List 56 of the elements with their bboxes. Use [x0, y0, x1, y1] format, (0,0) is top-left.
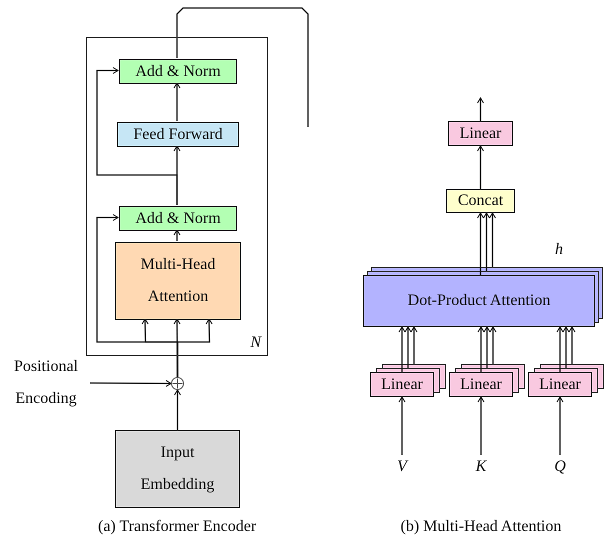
box-label: Feed Forward — [133, 124, 223, 144]
linear-box — [370, 372, 434, 397]
arrow — [174, 82, 180, 121]
encoder-block-frame — [86, 37, 268, 356]
arrow — [398, 396, 406, 455]
attention-box — [115, 242, 241, 320]
arrow — [477, 212, 484, 275]
arrow — [478, 326, 484, 372]
connector-line — [176, 7, 309, 127]
arrow — [174, 390, 181, 430]
arrow — [96, 67, 178, 205]
arrow — [90, 380, 172, 387]
box-label: Add & Norm — [135, 208, 221, 228]
arrow — [490, 326, 496, 364]
repeat-count: N — [250, 333, 261, 353]
sum-circle — [171, 377, 184, 390]
linear-box — [448, 121, 513, 146]
feed-forward-box — [117, 122, 239, 147]
box-label: Linear — [460, 124, 502, 144]
arrow — [484, 326, 490, 368]
arrow — [174, 230, 180, 241]
box-label: Input Embedding — [140, 443, 216, 495]
input-label: Q — [549, 455, 571, 479]
box-label: Linear — [539, 374, 581, 394]
embedding-box — [115, 430, 240, 508]
subfigure-caption: (b) Multi-Head Attention — [400, 518, 562, 536]
arrow — [478, 396, 484, 455]
arrow — [410, 326, 418, 364]
arrow — [568, 326, 576, 364]
box-label: Linear — [460, 374, 502, 394]
stack-count: h — [555, 241, 563, 259]
box-label: Multi-Head Attention — [140, 255, 216, 307]
input-label: K — [470, 455, 492, 479]
arrow — [96, 214, 178, 377]
box-label: Dot-Product Attention — [408, 291, 550, 311]
arrow — [404, 326, 412, 368]
arrow — [477, 98, 484, 121]
arrow — [483, 212, 490, 271]
input-label: Positional Encoding — [2, 357, 90, 409]
linear-box — [528, 372, 592, 397]
linear-box — [449, 372, 513, 397]
arrow — [556, 326, 564, 372]
box-label: Linear — [381, 374, 423, 394]
arrow — [556, 396, 564, 455]
arrow — [562, 326, 570, 368]
arrow — [477, 146, 484, 189]
add-norm-box — [119, 59, 237, 84]
concat-box — [446, 189, 515, 213]
arrow — [398, 326, 406, 372]
box-label: Add & Norm — [135, 62, 221, 82]
input-label: V — [391, 455, 413, 479]
subfigure-caption: (a) Transformer Encoder — [98, 518, 256, 536]
box-label: Concat — [458, 191, 504, 211]
arrow — [489, 212, 496, 267]
add-norm-box — [119, 206, 237, 231]
attention-box — [363, 275, 595, 327]
